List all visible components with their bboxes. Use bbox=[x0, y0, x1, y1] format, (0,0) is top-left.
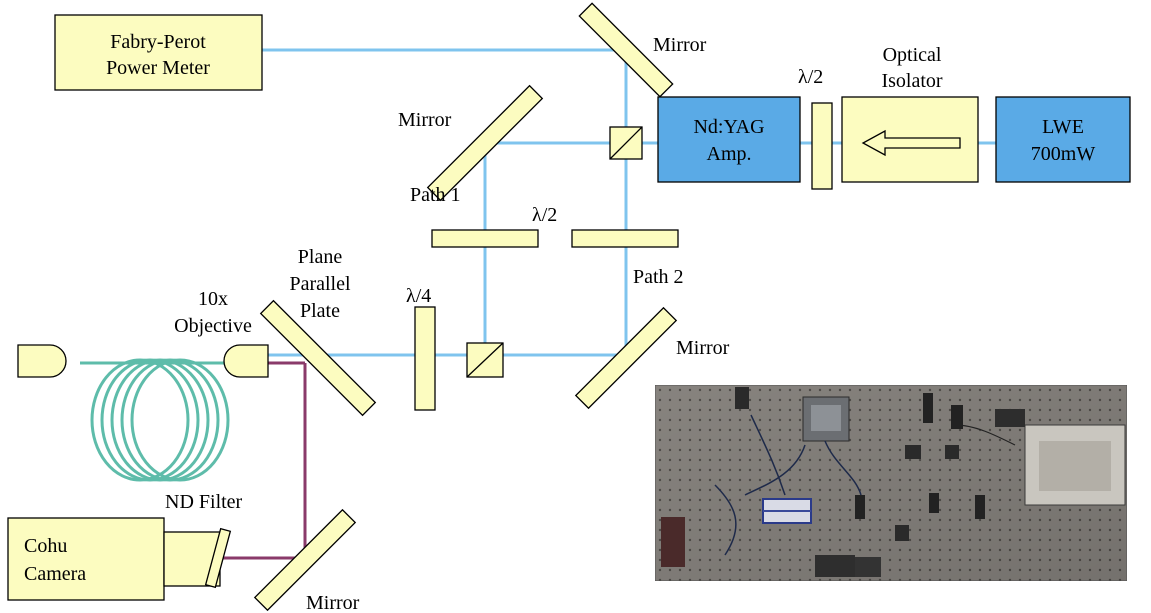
objective-label-line2: Objective bbox=[174, 315, 252, 337]
half-wave-plate-path1 bbox=[432, 230, 538, 247]
fabry-perot-label-line1: Fabry-Perot bbox=[110, 31, 206, 53]
lwe-label-line1: LWE bbox=[1042, 116, 1084, 138]
mirror-bottom-label: Mirror bbox=[306, 592, 360, 613]
half-wave-top-label: λ/2 bbox=[798, 66, 823, 88]
fabry-perot-label-line2: Power Meter bbox=[106, 57, 210, 79]
objective-label-line1: 10x bbox=[198, 288, 228, 310]
fiber-coupler-left-icon bbox=[18, 345, 66, 377]
camera-beam bbox=[220, 363, 305, 558]
half-wave-mid-label: λ/2 bbox=[532, 204, 557, 226]
beam-splitter-cube-bottom bbox=[467, 343, 503, 377]
cohu-label-line1: Cohu bbox=[24, 535, 67, 557]
path2-label: Path 2 bbox=[633, 266, 684, 288]
fabry-perot-power-meter: Fabry-Perot Power Meter bbox=[55, 15, 262, 90]
mirror-top-label: Mirror bbox=[653, 34, 707, 56]
plate-label-line2: Parallel bbox=[289, 273, 351, 295]
cohu-label-line2: Camera bbox=[24, 563, 86, 585]
mirror-right-label: Mirror bbox=[676, 337, 730, 359]
ndyag-label-line2: Amp. bbox=[707, 143, 752, 165]
half-wave-plate-path2 bbox=[572, 230, 678, 247]
optical-table-photo bbox=[655, 385, 1127, 581]
laser-beams bbox=[262, 50, 996, 355]
ndyag-label-line1: Nd:YAG bbox=[693, 116, 764, 138]
beam-splitter-cube-top bbox=[610, 127, 642, 159]
cohu-camera: Cohu Camera bbox=[8, 518, 220, 600]
optical-isolator-label-line2: Isolator bbox=[881, 70, 942, 92]
quarter-wave-plate bbox=[415, 307, 435, 410]
plate-label-line1: Plane bbox=[298, 246, 343, 268]
optical-fiber bbox=[80, 360, 228, 480]
plate-label-line3: Plate bbox=[300, 300, 340, 322]
optical-isolator-label-line1: Optical bbox=[883, 44, 942, 66]
ndyag-amplifier: Nd:YAG Amp. bbox=[658, 97, 800, 182]
optical-isolator bbox=[842, 97, 978, 182]
mirror-upper-left-label: Mirror bbox=[398, 109, 452, 131]
fiber-coupler-objective-icon bbox=[224, 345, 268, 377]
lwe-label-line2: 700mW bbox=[1031, 143, 1096, 165]
nd-filter-label: ND Filter bbox=[165, 491, 243, 513]
lwe-laser: LWE 700mW bbox=[996, 97, 1130, 182]
quarter-wave-label: λ/4 bbox=[406, 285, 431, 307]
half-wave-plate-top bbox=[812, 103, 832, 189]
path1-label: Path 1 bbox=[410, 184, 461, 206]
